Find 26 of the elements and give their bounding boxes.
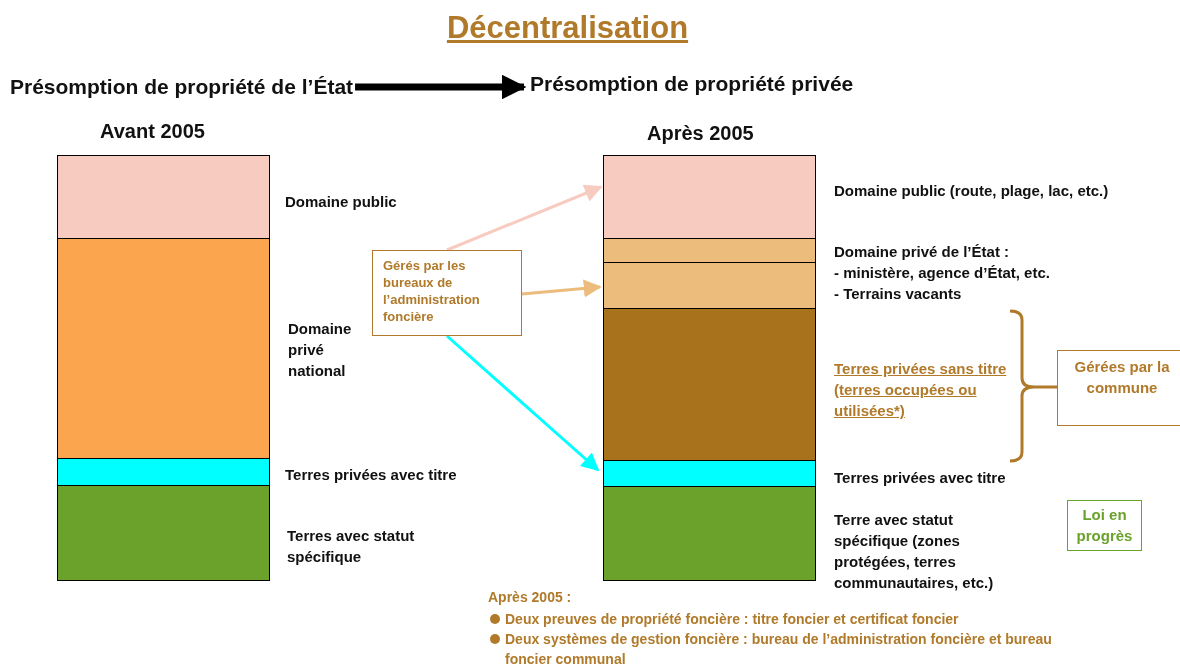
callout-box: Gérés par les bureaux de l’administration foncière [372, 250, 522, 336]
category-label: - ministère, agence d’État, etc. [834, 263, 1051, 283]
category-label: - Terrains vacants [834, 284, 963, 304]
arrow [521, 279, 602, 298]
category-label: Domaine public [285, 192, 398, 212]
category-label: Domaine privé national [288, 319, 353, 381]
category-label: Terre avec statut spécifique (zones protégées, terres communautaires, etc.) [834, 510, 995, 593]
category-label: Terres avec statut spécifique [287, 526, 416, 567]
note-box: Gérées par la commune [1057, 350, 1180, 426]
category-label: Terres privées avec titre [285, 465, 458, 485]
note-box: Loi en progrès [1067, 500, 1142, 551]
arrow [446, 334, 600, 472]
category-label: Domaine public (route, plage, lac, etc.) [834, 181, 1110, 201]
note-text: Après 2005 : [488, 589, 572, 605]
arrow [446, 184, 603, 252]
note-text: Deux systèmes de gestion foncière : bureau de l’administration foncière et bureau foncier communal [505, 630, 1053, 669]
heading-text: Après 2005 [647, 122, 754, 145]
heading-text: Avant 2005 [100, 120, 205, 143]
category-label: Terres privées avec titre [834, 468, 1007, 488]
heading-text: Présomption de propriété privée [530, 72, 854, 96]
title: Décentralisation [446, 10, 689, 45]
category-label: Domaine privé de l’État : [834, 242, 1011, 262]
note-text: Deux preuves de propriété foncière : titre foncier et certificat foncier [505, 610, 960, 629]
heading-text: Présomption de propriété de l’État [10, 75, 354, 99]
category-label: Terres privées sans titre (terres occupées ou utilisées*) [834, 359, 1008, 421]
land-bar-segment [603, 262, 816, 309]
